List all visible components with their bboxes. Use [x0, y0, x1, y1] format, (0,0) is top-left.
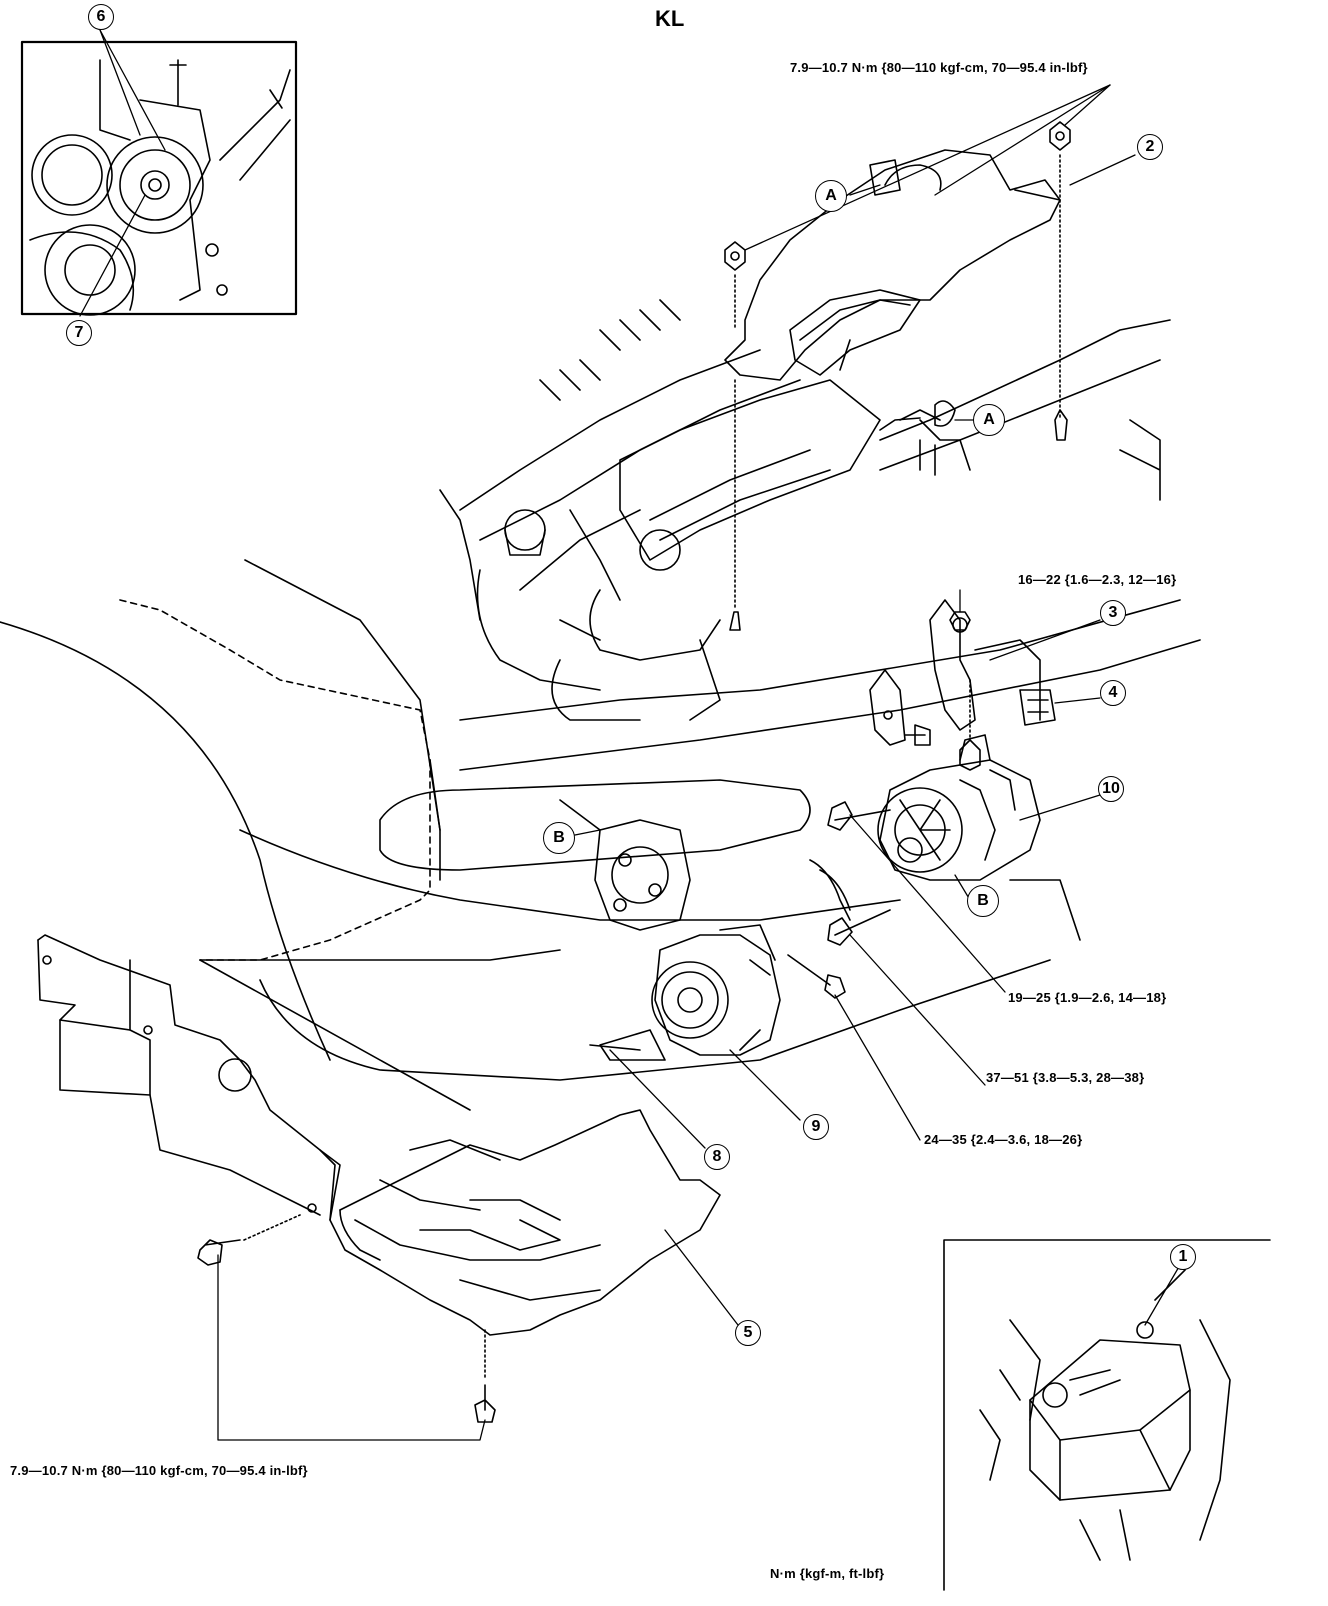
ac-compressor [590, 925, 845, 1060]
callout-5: 5 [735, 1320, 761, 1346]
clutch-housing [560, 800, 690, 930]
undercover-bolts [198, 1215, 495, 1422]
callout-1: 1 [1170, 1244, 1196, 1270]
callout-4: 4 [1100, 680, 1126, 706]
connector-b-left: B [543, 822, 575, 854]
callout-3: 3 [1100, 600, 1126, 626]
intake-duct [725, 150, 1060, 380]
inset-pulley-detail [22, 42, 296, 315]
torque-intake-nuts: 7.9—10.7 N·m {80—110 kgf-cm, 70—95.4 in-… [790, 60, 1088, 75]
duct-fasteners [725, 122, 1070, 630]
engine-block [440, 300, 1170, 720]
callout-8: 8 [704, 1144, 730, 1170]
callout-6: 6 [88, 4, 114, 30]
diagram-title: KL [655, 6, 685, 31]
connector-b-right: B [967, 885, 999, 917]
inset-battery-detail [944, 1240, 1270, 1590]
torque-bracket-bolt: 16—22 {1.6—2.3, 12—16} [1018, 572, 1177, 587]
torque-compressor-bolt: 24—35 {2.4—3.6, 18—26} [924, 1132, 1083, 1147]
torque-alternator-lower: 37—51 {3.8—5.3, 28—38} [986, 1070, 1145, 1085]
alternator [810, 735, 1040, 945]
dashed-harness-outline [120, 600, 430, 960]
units-note: N·m {kgf-m, ft-lbf} [770, 1566, 885, 1581]
callout-2: 2 [1137, 134, 1163, 160]
torque-undercover-bolts: 7.9—10.7 N·m {80—110 kgf-cm, 70—95.4 in-… [10, 1463, 308, 1478]
splash-shield [38, 935, 720, 1335]
callout-7: 7 [66, 320, 92, 346]
alternator-bracket [870, 600, 1055, 770]
torque-alternator-upper: 19—25 {1.9—2.6, 14—18} [1008, 990, 1167, 1005]
callout-10: 10 [1098, 776, 1124, 802]
connector-a-upper: A [815, 180, 847, 212]
connector-a-lower: A [973, 404, 1005, 436]
callout-9: 9 [803, 1114, 829, 1140]
leader-lines [80, 30, 1180, 1440]
body-outline [0, 420, 1200, 1110]
